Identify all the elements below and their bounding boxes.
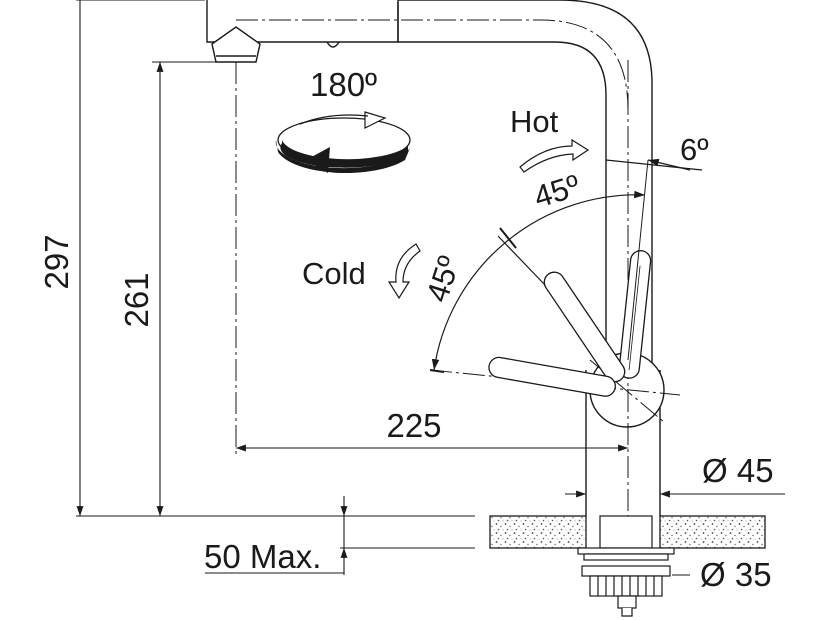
cold-angle-label: 45º (419, 252, 466, 306)
mounting-hardware (577, 515, 675, 617)
dim-hole-diameter: Ø 35 (700, 556, 772, 593)
dimension-lines (76, 0, 785, 576)
spray-button (326, 41, 340, 48)
hot-arrow (519, 138, 590, 173)
dim-reach: 225 (386, 407, 441, 444)
hot-label: Hot (510, 104, 559, 139)
lever-positions (488, 250, 652, 397)
angle-arc (429, 158, 703, 373)
spout-bend-outer (398, 0, 653, 370)
cold-label: Cold (302, 256, 366, 291)
rotation-symbol (275, 111, 411, 174)
countertop (489, 515, 766, 549)
dim-max-thickness: 50 Max. (204, 538, 321, 575)
rotation-angle-label: 180º (310, 66, 377, 103)
hot-angle-label: 45º (530, 168, 584, 215)
dim-total-height: 297 (38, 234, 75, 289)
cold-arrow (387, 243, 421, 300)
dim-spout-height: 261 (118, 272, 155, 327)
aerator-head (211, 26, 261, 63)
spout-bend-inner (398, 41, 607, 330)
dim-body-diameter: Ø 45 (702, 452, 774, 489)
tilt-angle-label: 6º (680, 132, 709, 167)
